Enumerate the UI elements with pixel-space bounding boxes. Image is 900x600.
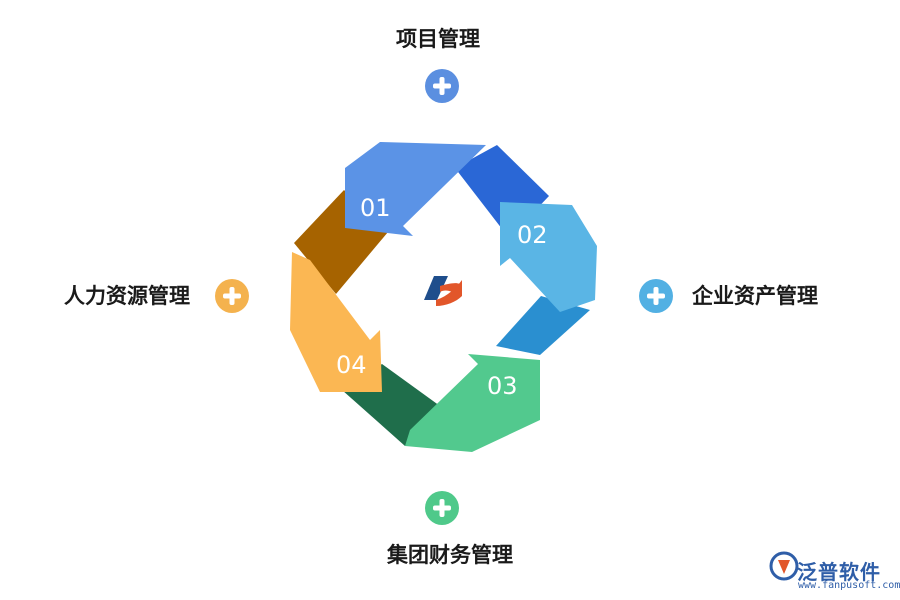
module-label-project: 项目管理 bbox=[396, 27, 480, 51]
module-label-hr: 人力资源管理 bbox=[64, 284, 190, 308]
module-label-asset: 企业资产管理 bbox=[692, 284, 818, 308]
step-number-01: 01 bbox=[360, 194, 391, 222]
module-label-finance: 集团财务管理 bbox=[387, 543, 513, 567]
arrow-03 bbox=[405, 354, 540, 452]
fold-sky-dark bbox=[496, 296, 590, 355]
brand-name: 泛普软件 bbox=[797, 560, 881, 584]
center-logo-icon bbox=[424, 276, 462, 306]
brand-url: www.fanpusoft.com bbox=[798, 580, 900, 591]
expand-asset-button[interactable] bbox=[639, 279, 673, 313]
brand-logo-icon bbox=[769, 551, 799, 581]
arrow-01 bbox=[345, 142, 486, 236]
step-number-04: 04 bbox=[336, 351, 367, 379]
step-number-03: 03 bbox=[487, 372, 518, 400]
expand-finance-button[interactable] bbox=[425, 491, 459, 525]
step-number-02: 02 bbox=[517, 221, 548, 249]
expand-hr-button[interactable] bbox=[215, 279, 249, 313]
arrow-04 bbox=[290, 252, 382, 392]
expand-project-button[interactable] bbox=[425, 69, 459, 103]
arrow-02 bbox=[500, 202, 597, 312]
